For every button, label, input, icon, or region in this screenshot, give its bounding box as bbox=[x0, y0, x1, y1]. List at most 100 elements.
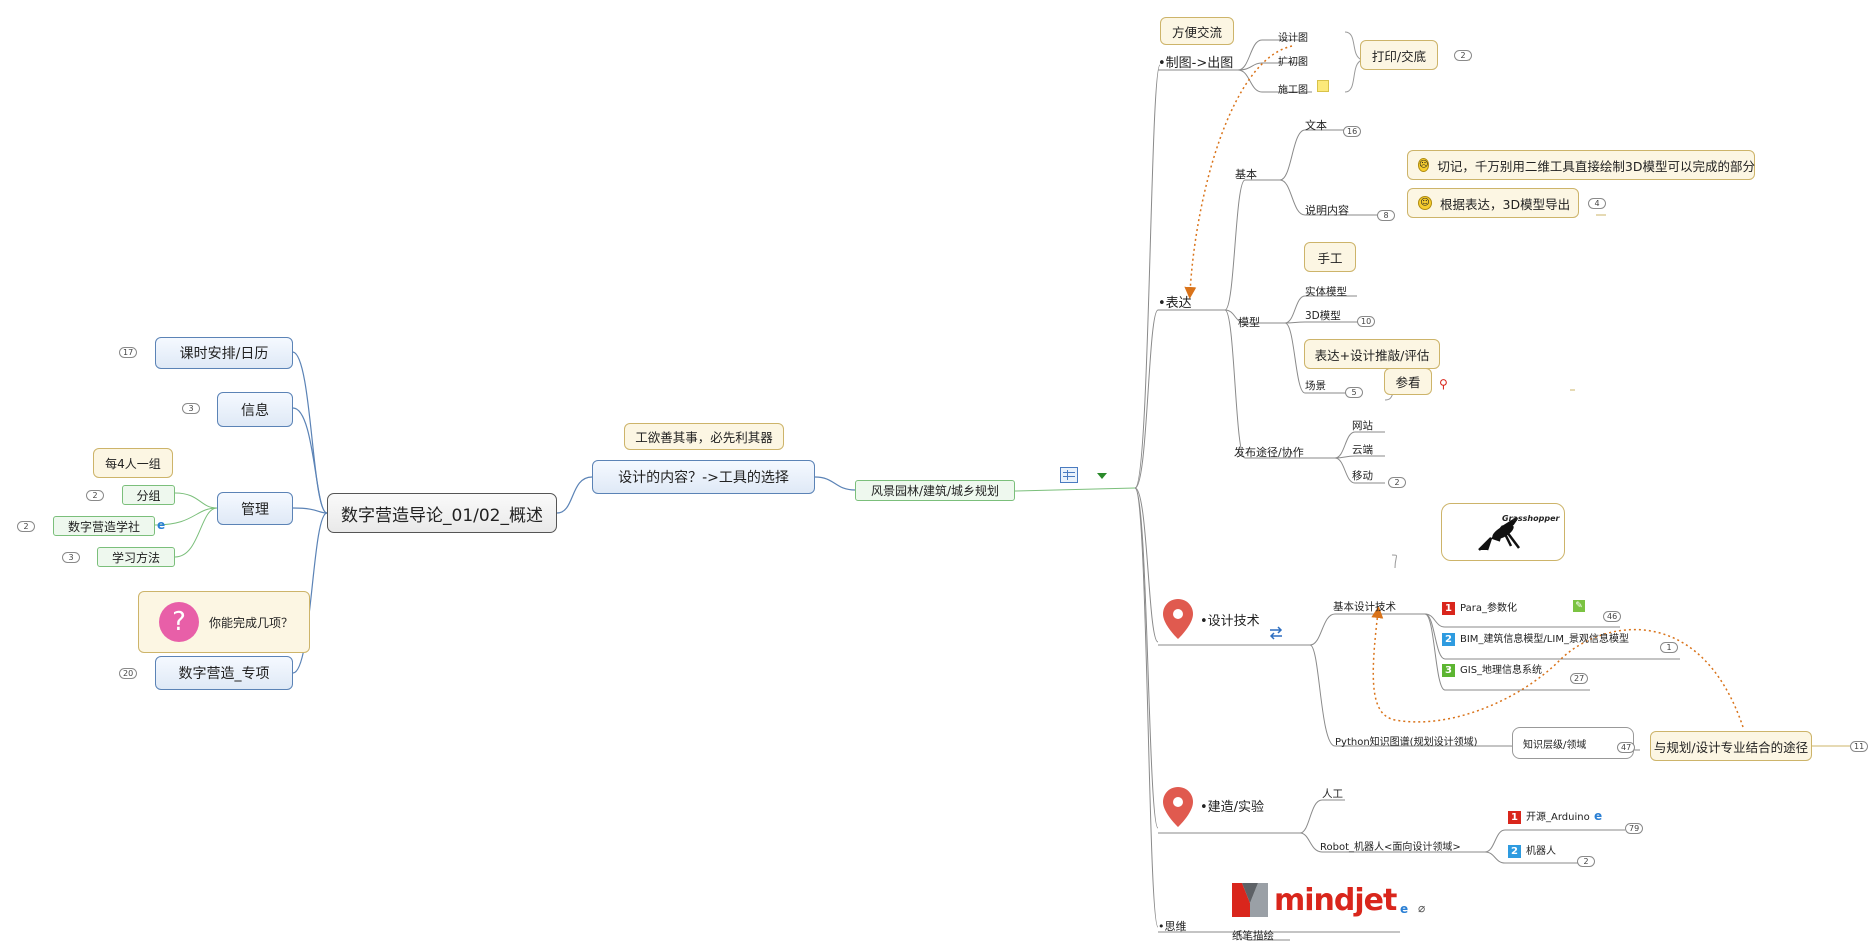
tech-basic[interactable]: 基本设计技术 bbox=[1333, 601, 1396, 613]
relationship-lines bbox=[1184, 45, 1744, 728]
info-count-badge[interactable]: 3 bbox=[182, 403, 200, 414]
gis-count-badge[interactable]: 27 bbox=[1570, 673, 1589, 684]
ie-link-icon[interactable]: e bbox=[157, 518, 166, 532]
print-count-badge[interactable]: 2 bbox=[1454, 50, 1472, 61]
priority-2-icon-2: 2 bbox=[1508, 844, 1521, 858]
mindjet-logo[interactable]: mindjet bbox=[1230, 880, 1400, 920]
thinking-sketch[interactable]: 纸笔描绘 bbox=[1232, 930, 1274, 942]
drawing-note-callout[interactable]: 方便交流 bbox=[1160, 17, 1234, 45]
scene-count-badge[interactable]: 5 bbox=[1345, 387, 1363, 398]
question-callout[interactable]: ? 你能完成几项？ bbox=[138, 591, 310, 653]
reference-note-callout[interactable]: 参看 bbox=[1384, 368, 1432, 395]
location-pin-icon-2 bbox=[1163, 787, 1193, 827]
question-note-text: 你能完成几项？ bbox=[209, 615, 294, 630]
arduino-count-badge[interactable]: 79 bbox=[1625, 823, 1644, 834]
branch-drawing[interactable]: •制图->出图 bbox=[1158, 56, 1234, 71]
smile-face-icon: ☺ bbox=[1418, 196, 1432, 210]
expression-model[interactable]: 模型 bbox=[1238, 316, 1260, 329]
scene-note-callout[interactable]: 表达+设计推敲/评估 bbox=[1304, 339, 1440, 369]
note-icon[interactable] bbox=[1317, 80, 1329, 92]
export-count-badge[interactable]: 4 bbox=[1588, 198, 1606, 209]
subtopic-club[interactable]: 数字营造学社 bbox=[53, 516, 155, 536]
export-note-callout[interactable]: ☺ 根据表达，3D模型导出 bbox=[1407, 188, 1579, 218]
branch-build[interactable]: •建造/实验 bbox=[1200, 800, 1265, 815]
publish-cloud[interactable]: 云端 bbox=[1352, 444, 1373, 456]
method-count-badge[interactable]: 3 bbox=[62, 552, 80, 563]
model-scene[interactable]: 场景 bbox=[1305, 380, 1326, 392]
branch-expression[interactable]: •表达 bbox=[1158, 296, 1192, 311]
pen-icon[interactable]: ✎ bbox=[1573, 600, 1585, 612]
table-icon[interactable] bbox=[1060, 467, 1078, 483]
location-pin-icon bbox=[1163, 599, 1193, 639]
landscape-connector bbox=[1014, 487, 1136, 492]
central-topic[interactable]: 数字营造导论_01/02_概述 bbox=[327, 493, 557, 533]
tech-python[interactable]: Python知识图谱(规划设计领域) bbox=[1335, 737, 1478, 748]
para-count-badge[interactable]: 46 bbox=[1603, 611, 1622, 622]
drawing-item-preliminary[interactable]: 扩初图 bbox=[1278, 57, 1308, 68]
print-summary-callout[interactable]: 打印/交底 bbox=[1360, 40, 1438, 70]
knowledge-level-box[interactable]: 知识层级/领域 bbox=[1512, 727, 1634, 759]
priority-1-icon-2: 1 bbox=[1508, 810, 1521, 824]
ie-link-icon-3[interactable]: e bbox=[1400, 902, 1409, 916]
topic-manage[interactable]: 管理 bbox=[217, 492, 293, 525]
schedule-count-badge[interactable]: 17 bbox=[119, 347, 138, 358]
tool-note-callout[interactable]: 工欲善其事，必先利其器 bbox=[624, 423, 784, 450]
path-note-callout[interactable]: 与规划/设计专业结合的途径 bbox=[1650, 731, 1812, 761]
export-note-text: 根据表达，3D模型导出 bbox=[1440, 196, 1571, 212]
grasshopper-text: Grasshopper bbox=[1502, 514, 1560, 523]
special-count-badge[interactable]: 20 bbox=[119, 668, 138, 679]
group-count-badge[interactable]: 2 bbox=[86, 490, 104, 501]
manage-connectors bbox=[154, 492, 218, 558]
topic-info[interactable]: 信息 bbox=[217, 392, 293, 427]
mindjet-logo-text: mindjet bbox=[1274, 882, 1397, 918]
link-icon[interactable]: ⚲ bbox=[1439, 377, 1448, 391]
priority-2-icon: 2 bbox=[1442, 632, 1455, 646]
build-robot[interactable]: Robot_机器人<面向设计领域> bbox=[1320, 842, 1461, 853]
drawing-item-design[interactable]: 设计图 bbox=[1278, 33, 1308, 44]
topic-landscape[interactable]: 风景园林/建筑/城乡规划 bbox=[855, 480, 1015, 501]
mindjet-logo-icon bbox=[1232, 883, 1268, 917]
topic-schedule[interactable]: 课时安排/日历 bbox=[155, 337, 293, 369]
subtopic-group[interactable]: 分组 bbox=[122, 485, 175, 505]
warning-note-text: 切记，千万别用二维工具直接绘制3D模型可以完成的部分 bbox=[1437, 158, 1755, 174]
drawing-item-construction[interactable]: 施工图 bbox=[1278, 85, 1308, 96]
text-count-badge[interactable]: 16 bbox=[1343, 126, 1362, 137]
swap-arrows-icon[interactable] bbox=[1268, 626, 1284, 640]
manage-note-callout[interactable]: 每4人一组 bbox=[93, 448, 173, 478]
model-3d[interactable]: 3D模型 bbox=[1305, 310, 1341, 322]
branch-thinking[interactable]: •思维 bbox=[1158, 920, 1187, 933]
sad-face-icon: ☹ bbox=[1418, 158, 1430, 172]
subtopic-method[interactable]: 学习方法 bbox=[97, 547, 175, 567]
ie-link-icon-2[interactable]: e bbox=[1594, 809, 1603, 823]
bim-count-badge[interactable]: 1 bbox=[1660, 642, 1678, 653]
path-count-badge[interactable]: 11 bbox=[1850, 741, 1869, 752]
club-count-badge[interactable]: 2 bbox=[17, 521, 35, 532]
attachment-icon[interactable]: ⌀ bbox=[1418, 901, 1426, 915]
grasshopper-image-callout[interactable]: Grasshopper bbox=[1441, 503, 1565, 561]
expression-publish[interactable]: 发布途径/协作 bbox=[1234, 446, 1304, 459]
robot-count-badge[interactable]: 2 bbox=[1577, 856, 1595, 867]
topic-special[interactable]: 数字营造_专项 bbox=[155, 656, 293, 690]
knowledge-count-badge[interactable]: 47 bbox=[1617, 742, 1636, 753]
topic-design-content[interactable]: 设计的内容？->工具的选择 bbox=[592, 460, 815, 494]
branch-tech[interactable]: •设计技术 bbox=[1200, 614, 1260, 629]
expression-desc[interactable]: 说明内容 bbox=[1305, 204, 1349, 217]
priority-1-icon: 1 bbox=[1442, 601, 1455, 615]
warning-note-callout[interactable]: ☹ 切记，千万别用二维工具直接绘制3D模型可以完成的部分 bbox=[1407, 150, 1755, 180]
model-physical[interactable]: 实体模型 bbox=[1305, 286, 1347, 298]
mobile-count-badge[interactable]: 2 bbox=[1388, 477, 1406, 488]
expression-basic[interactable]: 基本 bbox=[1235, 168, 1257, 181]
model3d-count-badge[interactable]: 10 bbox=[1357, 316, 1376, 327]
publish-web[interactable]: 网站 bbox=[1352, 420, 1373, 432]
expression-text[interactable]: 文本 bbox=[1305, 119, 1327, 132]
publish-mobile[interactable]: 移动 bbox=[1352, 470, 1373, 482]
desc-count-badge[interactable]: 8 bbox=[1377, 210, 1395, 221]
collapse-triangle-icon[interactable] bbox=[1097, 473, 1107, 479]
build-manual[interactable]: 人工 bbox=[1322, 788, 1343, 800]
manual-note-callout[interactable]: 手工 bbox=[1304, 242, 1356, 272]
